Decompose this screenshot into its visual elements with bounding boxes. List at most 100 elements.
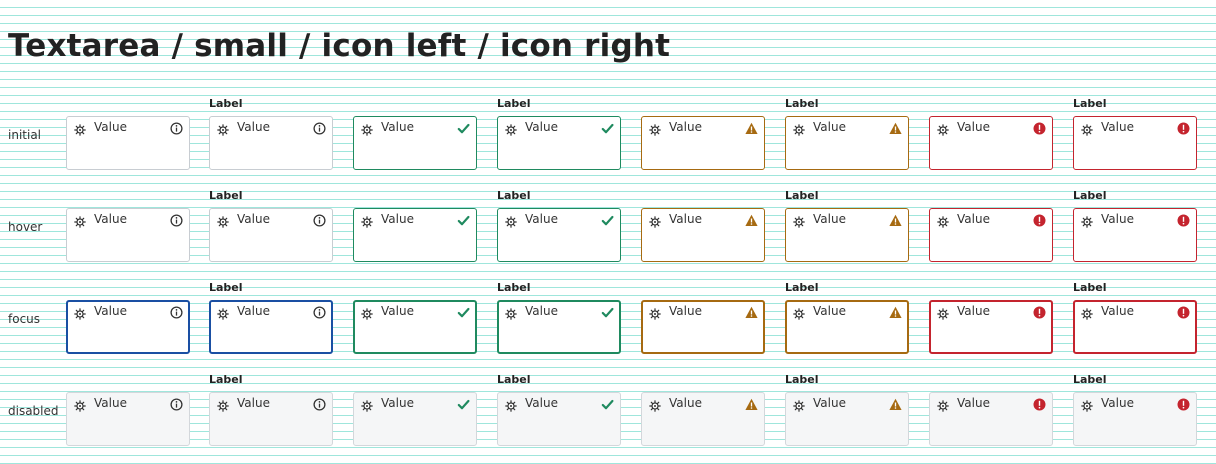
info-icon [170,306,183,319]
gear-icon [937,124,949,136]
textarea-success-initial[interactable]: Value [497,116,621,170]
gear-icon [1081,400,1093,412]
field-label: Label [785,189,819,202]
textarea-warning-hover[interactable]: Value [785,208,909,262]
check-icon [457,398,470,411]
textarea-value: Value [525,120,558,134]
warning-icon [745,122,758,135]
gear-icon [217,124,229,136]
info-icon [313,398,326,411]
textarea-value: Value [381,396,414,410]
textarea-success-initial[interactable]: Value [353,116,477,170]
textarea-success-hover[interactable]: Value [353,208,477,262]
row-label-hover: hover [8,220,43,234]
warning-icon [745,398,758,411]
gear-icon [937,308,949,320]
field-label: Label [209,373,243,386]
row-label-focus: focus [8,312,41,326]
textarea-value: Value [813,120,846,134]
field-label: Label [497,189,531,202]
textarea-success-disabled: Value [497,392,621,446]
check-icon [457,122,470,135]
textarea-success-disabled: Value [353,392,477,446]
info-icon [170,398,183,411]
textarea-warning-focus[interactable]: Value [641,300,765,354]
textarea-warning-focus[interactable]: Value [785,300,909,354]
textarea-value: Value [94,120,127,134]
textarea-neutral-hover[interactable]: Value [66,208,190,262]
textarea-value: Value [381,304,414,318]
gear-icon [74,308,86,320]
warning-icon [889,398,902,411]
textarea-error-focus[interactable]: Value [1073,300,1197,354]
textarea-error-hover[interactable]: Value [1073,208,1197,262]
check-icon [601,214,614,227]
warning-icon [889,306,902,319]
field-label: Label [209,189,243,202]
field-label: Label [785,97,819,110]
error-icon [1177,214,1190,227]
textarea-neutral-initial[interactable]: Value [66,116,190,170]
textarea-error-disabled: Value [1073,392,1197,446]
textarea-error-initial[interactable]: Value [1073,116,1197,170]
gear-icon [1081,308,1093,320]
textarea-success-focus[interactable]: Value [353,300,477,354]
textarea-neutral-focus[interactable]: Value [66,300,190,354]
textarea-value: Value [813,396,846,410]
error-icon [1033,306,1046,319]
field-label: Label [785,373,819,386]
gear-icon [361,216,373,228]
textarea-warning-hover[interactable]: Value [641,208,765,262]
textarea-value: Value [237,396,270,410]
textarea-neutral-focus[interactable]: Value [209,300,333,354]
warning-icon [745,214,758,227]
info-icon [170,122,183,135]
textarea-warning-initial[interactable]: Value [785,116,909,170]
textarea-error-hover[interactable]: Value [929,208,1053,262]
page-title: Textarea / small / icon left / icon righ… [8,28,671,64]
gear-icon [505,308,517,320]
gear-icon [649,216,661,228]
gear-icon [361,124,373,136]
textarea-value: Value [525,212,558,226]
textarea-error-focus[interactable]: Value [929,300,1053,354]
gear-icon [217,308,229,320]
row-label-initial: initial [8,128,41,142]
textarea-warning-initial[interactable]: Value [641,116,765,170]
warning-icon [889,122,902,135]
textarea-value: Value [813,212,846,226]
gear-icon [937,216,949,228]
check-icon [601,306,614,319]
gear-icon [217,216,229,228]
textarea-value: Value [94,304,127,318]
textarea-error-initial[interactable]: Value [929,116,1053,170]
textarea-value: Value [957,396,990,410]
gear-icon [793,124,805,136]
textarea-value: Value [1101,396,1134,410]
textarea-neutral-hover[interactable]: Value [209,208,333,262]
gear-icon [649,124,661,136]
textarea-neutral-initial[interactable]: Value [209,116,333,170]
error-icon [1033,398,1046,411]
gear-icon [649,308,661,320]
textarea-warning-disabled: Value [785,392,909,446]
check-icon [457,214,470,227]
textarea-value: Value [525,396,558,410]
field-label: Label [1073,373,1107,386]
textarea-value: Value [94,212,127,226]
gear-icon [74,124,86,136]
check-icon [601,398,614,411]
field-label: Label [1073,97,1107,110]
textarea-value: Value [1101,304,1134,318]
error-icon [1177,122,1190,135]
textarea-success-focus[interactable]: Value [497,300,621,354]
textarea-neutral-disabled: Value [209,392,333,446]
textarea-success-hover[interactable]: Value [497,208,621,262]
row-label-disabled: disabled [8,404,59,418]
field-label: Label [209,97,243,110]
textarea-value: Value [669,304,702,318]
gear-icon [505,216,517,228]
textarea-value: Value [957,304,990,318]
textarea-value: Value [381,120,414,134]
gear-icon [505,124,517,136]
